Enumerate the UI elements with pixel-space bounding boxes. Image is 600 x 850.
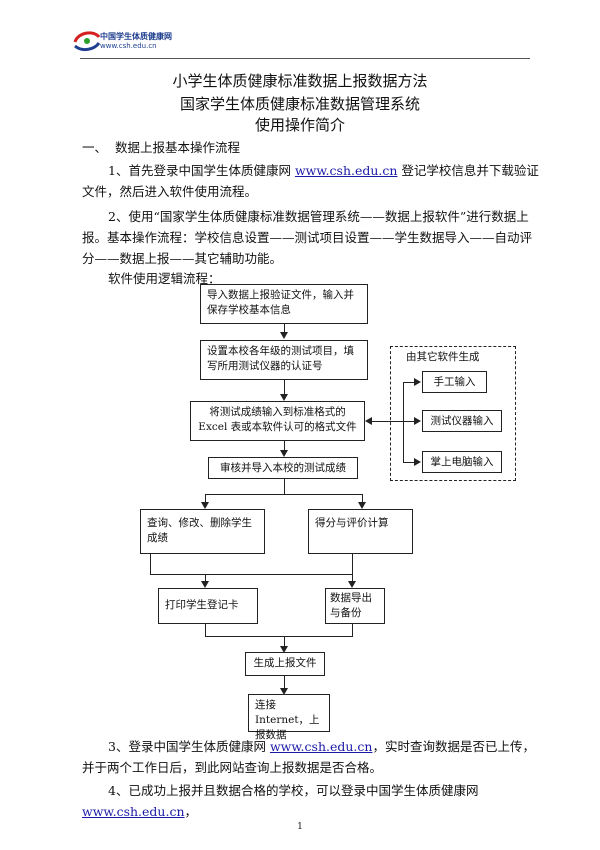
document-title: 小学生体质健康标准数据上报数据方法 <box>172 72 428 90</box>
csh-link-2[interactable]: www.csh.edu.cn <box>269 739 373 754</box>
side-box-instrument: 测试仪器输入 <box>422 410 502 432</box>
flow-box-print-card: 打印学生登记卡 <box>158 588 258 624</box>
paragraph-3: 3、登录中国学生体质健康网 www.csh.edu.cn，实时查询数据是否已上传… <box>82 739 535 775</box>
side-box-pda: 掌上电脑输入 <box>422 451 502 473</box>
flow-box-review-import: 审核并导入本校的测试成绩 <box>208 457 358 479</box>
side-box-manual: 手工输入 <box>422 371 487 393</box>
document-subtitle: 国家学生体质健康标准数据管理系统 <box>179 95 420 113</box>
header-divider <box>80 58 530 59</box>
flow-box-query-edit: 查询、修改、删除学生成绩 <box>140 509 265 554</box>
page-number: 1 <box>297 822 303 832</box>
csh-link-3[interactable]: www.csh.edu.cn <box>82 804 185 819</box>
section-number: 一、 <box>82 140 108 155</box>
flow-box-import-verification: 导入数据上报验证文件，输入并保存学校基本信息 <box>200 284 368 324</box>
logo-text: 中国学生体质健康网 <box>100 32 172 41</box>
flow-box-set-test-items: 设置本校各年级的测试项目，填写所用测试仪器的认证号 <box>200 340 368 380</box>
other-software-title: 由其它软件生成 <box>406 351 480 363</box>
csh-link[interactable]: www.csh.edu.cn <box>294 163 398 178</box>
flow-box-enter-scores: 将测试成绩输入到标准格式的Excel 表或本软件认可的格式文件 <box>190 401 365 441</box>
flow-caption: 软件使用逻辑流程： <box>108 271 221 286</box>
document-subtitle-2: 使用操作简介 <box>254 116 345 134</box>
csh-logo-icon <box>73 31 101 52</box>
logo-url: www.csh.edu.cn <box>100 42 157 50</box>
paragraph-2: 2、使用“国家学生体质健康标准数据管理系统——数据上报软件”进行数据上报。基本操… <box>82 209 533 266</box>
section-title: 数据上报基本操作流程 <box>115 140 241 155</box>
paragraph-4: 4、已成功上报并且数据合格的学校，可以登录中国学生体质健康网www.csh.ed… <box>82 783 479 819</box>
paragraph-1: 1、首先登录中国学生体质健康网 www.csh.edu.cn 登记学校信息并下载… <box>82 163 539 199</box>
flow-box-export-backup: 数据导出与备份 <box>325 588 385 624</box>
flow-box-upload: 连接 Internet，上报数据 <box>248 694 330 741</box>
flow-box-scoring: 得分与评价计算 <box>308 509 413 554</box>
other-software-group <box>390 346 516 481</box>
flow-box-generate-file: 生成上报文件 <box>245 652 325 676</box>
